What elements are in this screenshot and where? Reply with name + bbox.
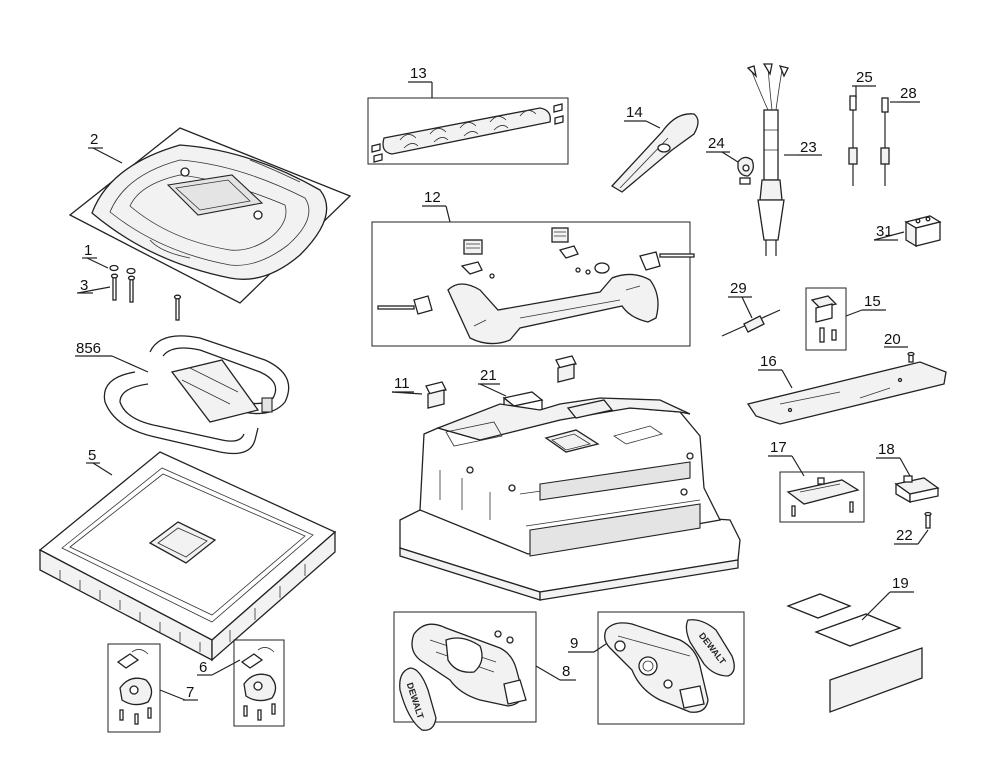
part-16-plate xyxy=(746,361,947,425)
part-28-terminal xyxy=(880,97,890,186)
label-6: 6 xyxy=(199,659,207,676)
label-1: 1 xyxy=(84,242,92,259)
part-17-board-assembly xyxy=(779,471,865,523)
part-24-cord-clamp xyxy=(737,156,754,185)
part-856-fluorescent-tube xyxy=(103,335,290,455)
label-11: 11 xyxy=(394,375,410,392)
label-9: 9 xyxy=(570,635,578,652)
label-15: 15 xyxy=(864,293,881,310)
part-6-lamp-holder-kit xyxy=(233,639,285,727)
label-25: 25 xyxy=(856,69,873,86)
part-18-terminal-block xyxy=(894,475,940,504)
label-12: 12 xyxy=(424,189,441,206)
label-22: 22 xyxy=(896,527,913,544)
part-1-washer xyxy=(109,264,136,275)
label-28: 28 xyxy=(900,85,917,102)
part-22-screw xyxy=(924,511,932,529)
part-8-end-cap: DEWALT xyxy=(393,611,537,731)
main-housing xyxy=(399,397,741,601)
part-switch-cap xyxy=(555,355,577,383)
part-15-switch-assembly xyxy=(805,287,847,351)
label-23: 23 xyxy=(800,139,817,156)
part-31-connector-block xyxy=(904,215,942,248)
part-25-terminal xyxy=(848,95,858,186)
part-11-switch xyxy=(425,381,447,409)
label-8: 8 xyxy=(562,663,570,680)
label-16: 16 xyxy=(760,353,777,370)
label-19: 19 xyxy=(892,575,909,592)
part-7-lamp-holder-kit xyxy=(107,643,161,733)
part-12-handle-assembly xyxy=(371,221,695,347)
label-20: 20 xyxy=(884,331,901,348)
label-24: 24 xyxy=(708,135,725,152)
part-5-lens-frame xyxy=(38,451,337,662)
label-31: 31 xyxy=(876,223,893,240)
label-2: 2 xyxy=(90,131,98,148)
label-5: 5 xyxy=(88,447,96,464)
part-19-decal-set xyxy=(786,593,923,713)
label-21: 21 xyxy=(480,367,497,384)
part-2-top-plate xyxy=(68,127,352,304)
leader-2 xyxy=(92,147,123,164)
label-14: 14 xyxy=(626,104,643,121)
part-9-end-cap: DEWALT xyxy=(597,611,745,725)
part-29-component xyxy=(721,309,781,337)
part-23-power-cord xyxy=(746,63,789,256)
label-3: 3 xyxy=(80,277,88,294)
label-29: 29 xyxy=(730,280,747,297)
part-13-handle-grip xyxy=(367,97,569,165)
label-13: 13 xyxy=(410,65,427,82)
part-3-screws xyxy=(110,273,182,321)
label-7: 7 xyxy=(186,684,194,701)
label-17: 17 xyxy=(770,439,787,456)
part-20-screw xyxy=(907,351,915,363)
label-856: 856 xyxy=(76,340,101,357)
label-18: 18 xyxy=(878,441,895,458)
part-14-lever xyxy=(610,113,699,193)
